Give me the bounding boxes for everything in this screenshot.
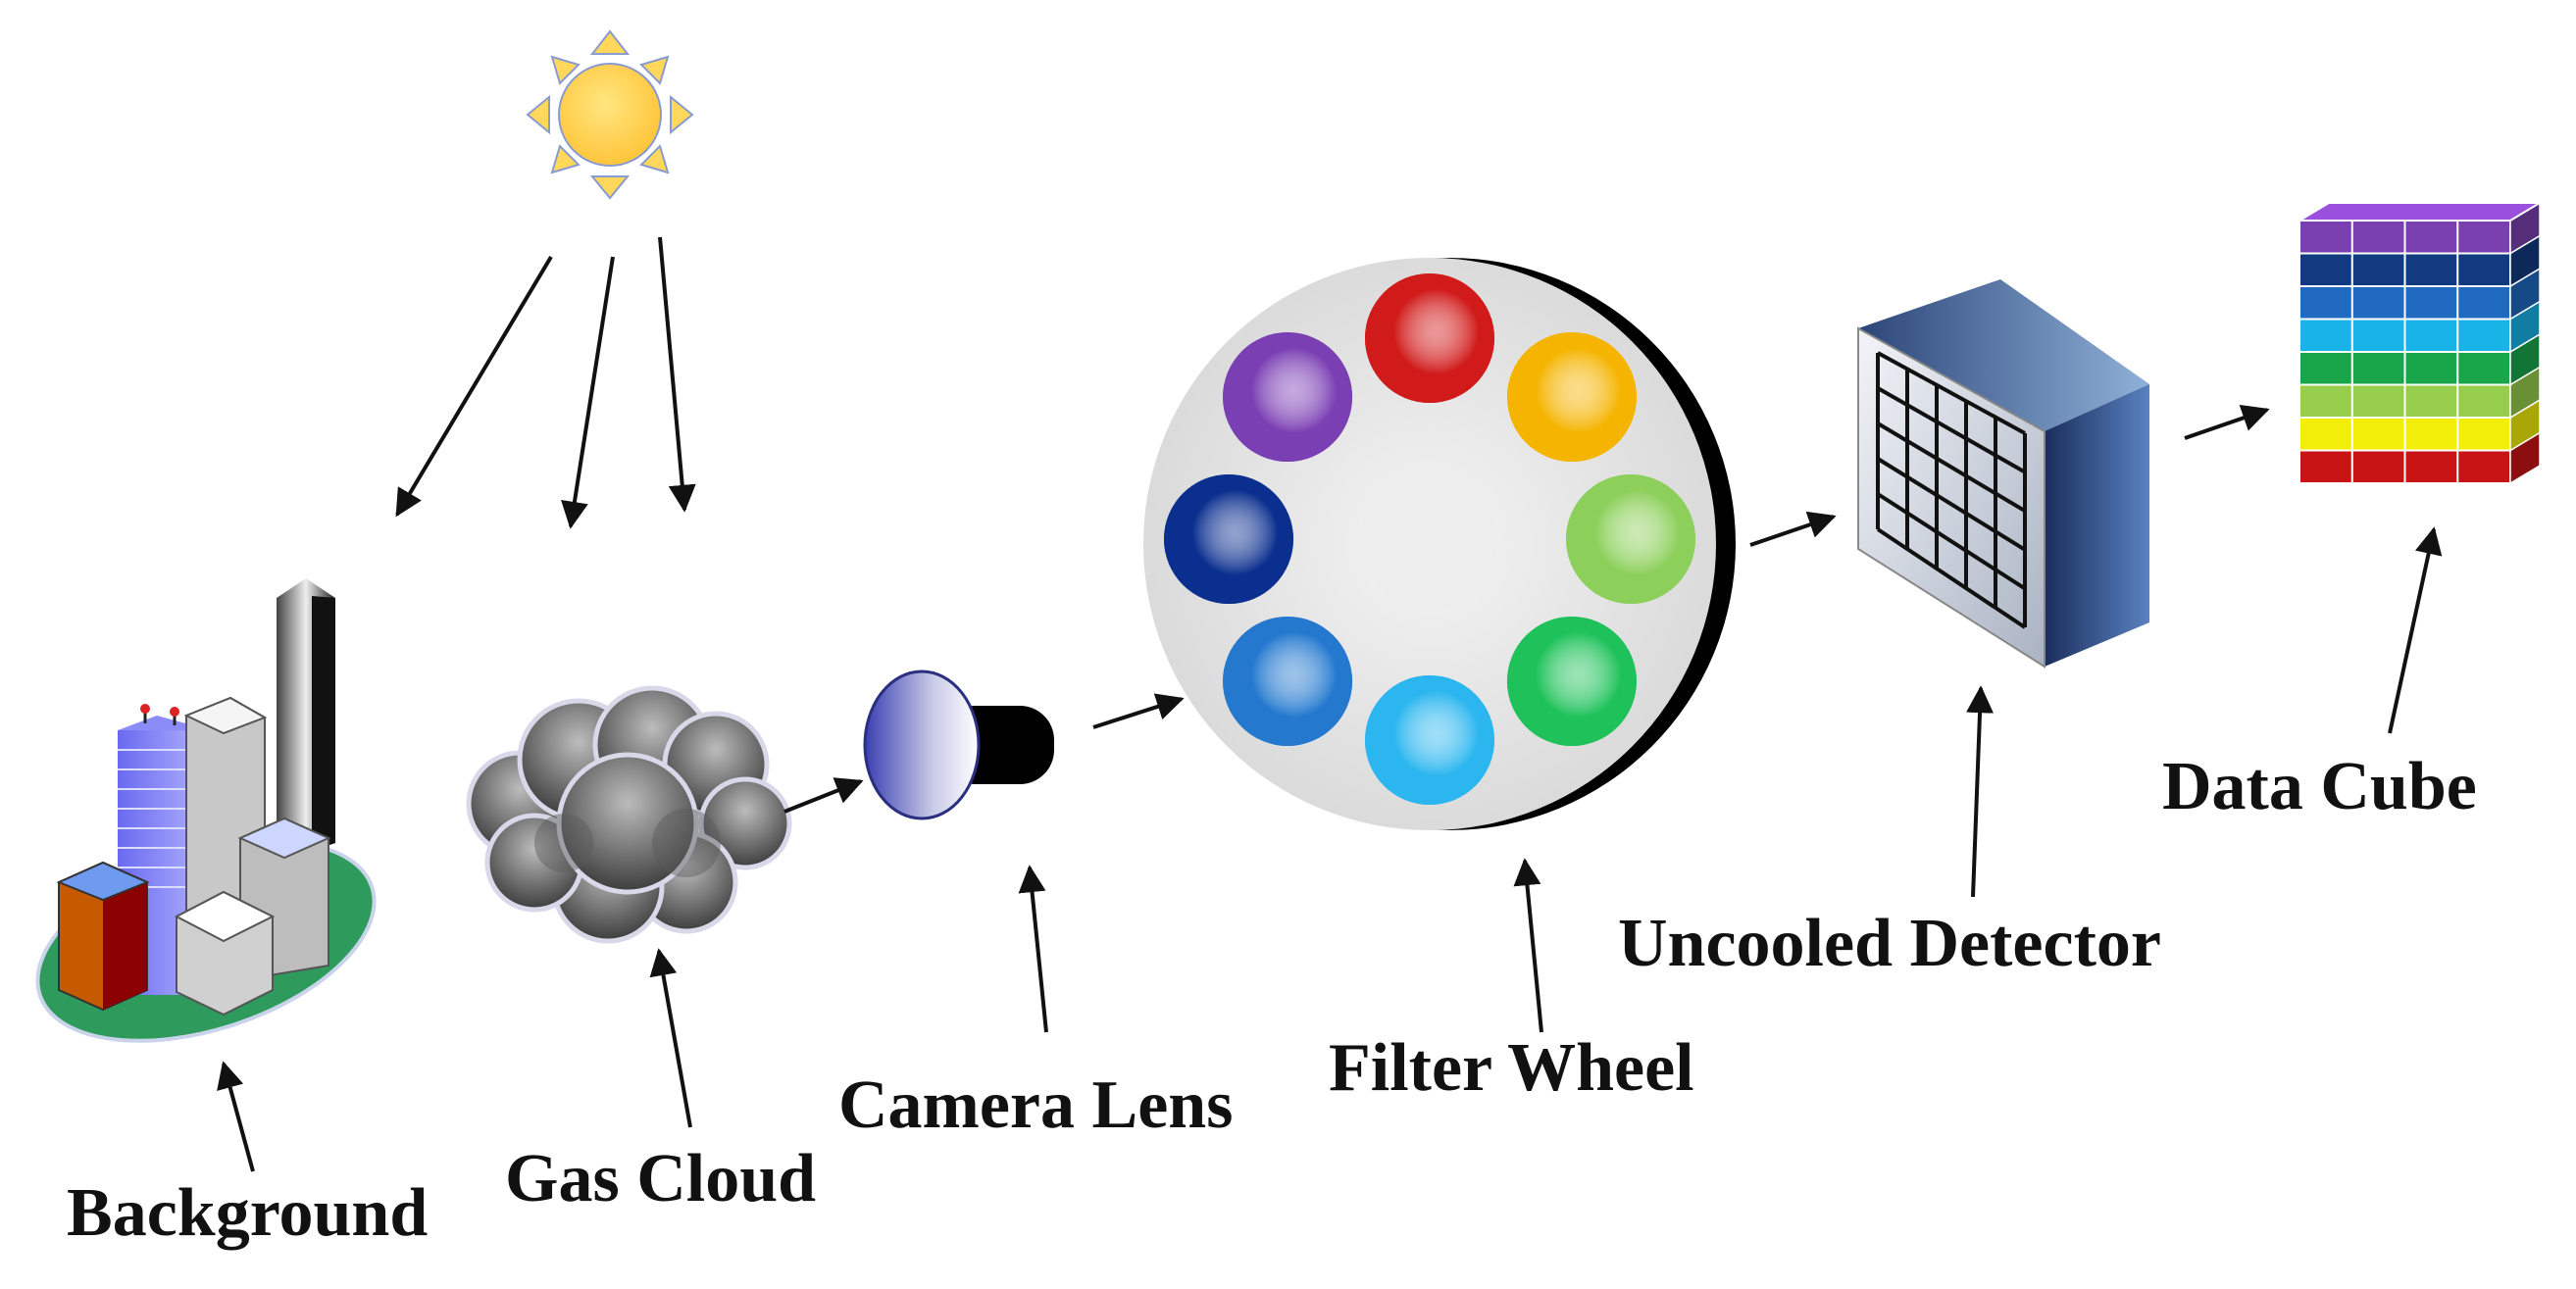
filter-disc-highlight [1365,675,1494,805]
detector-grid-line [1876,492,2027,591]
camera-lens-label-arrow [1018,865,1048,1033]
camera-lens-icon [863,669,1054,820]
city-buildings-icon [35,578,377,1043]
detector-grid-line [1876,527,2027,629]
filter-disc-highlight [1566,474,1695,604]
sun-to-background-arrow [395,255,553,518]
uncooled-detector-label-arrow [1966,685,1995,898]
gas-cloud-label-arrow [649,948,692,1128]
data-cube-icon [2296,201,2544,485]
detector-grid-line [1877,351,2026,435]
data-cube-label-arrow [2388,526,2443,734]
cloud-to-lens-arrow [783,777,864,814]
data-cube-label: Data Cube [2162,749,2477,824]
gas-cloud-label: Gas Cloud [505,1141,816,1216]
background-label: Background [67,1175,428,1251]
detector-grid-line [1876,457,2027,552]
filter-disc-highlight [1223,616,1353,746]
detector-grid-line [1876,421,2027,513]
filter-disc-highlight [1223,332,1353,463]
sun-to-cloud-arrow-2 [658,236,696,513]
sun-to-cloud-arrow-1 [561,256,615,529]
uncooled-detector-label: Uncooled Detector [1618,906,2161,981]
gas-cloud-icon [466,685,792,944]
wheel-to-detector-arrow [1749,511,1837,547]
lens-to-wheel-arrow [1092,693,1185,729]
filter-disc-highlight [1164,474,1293,604]
filter-wheel-label-arrow [1513,858,1543,1033]
filter-disc-highlight [1365,273,1494,403]
filter-disc-highlight [1506,616,1637,746]
detector-array-icon [1857,279,2149,669]
camera-lens-label: Camera Lens [838,1067,1233,1143]
sun-icon [526,29,694,200]
arrows [217,236,2443,1172]
cube-top-face [2296,202,2544,222]
detector-to-cube-arrow [2184,404,2270,440]
filter-wheel-icon [1143,258,1736,830]
detector-grid-line [1877,386,2026,474]
background-label-arrow [217,1061,255,1172]
filter-wheel-label: Filter Wheel [1329,1030,1694,1106]
filter-disc-highlight [1506,332,1637,463]
